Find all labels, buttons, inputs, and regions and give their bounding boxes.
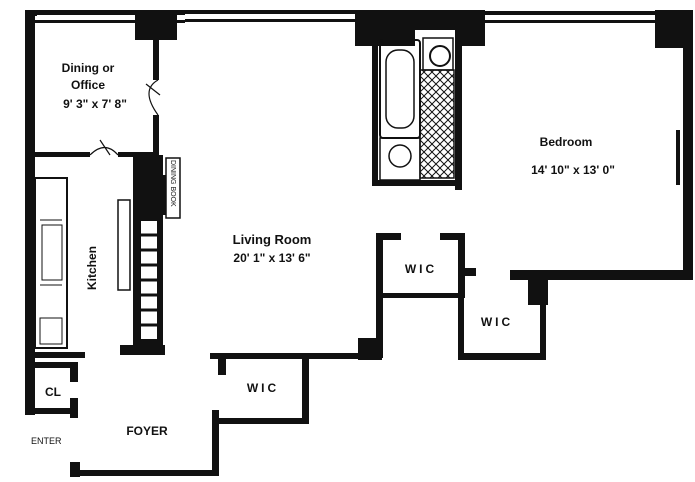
wic-foyer-label: WIC [247,381,279,395]
doors [89,79,161,156]
dining-title-line1: Dining or [62,61,115,75]
dining-title-line2: Office [71,78,105,92]
foyer-label: FOYER [126,424,168,438]
dining-dimensions: 9' 3" x 7' 8" [63,97,127,111]
walls [25,10,693,477]
bedroom-title: Bedroom [540,135,593,149]
toilet [379,137,421,181]
fireplace-shelves [139,157,181,341]
bedroom-dimensions: 14' 10" x 13' 0" [531,163,615,177]
kitchen-counters [34,177,131,349]
enter-label: ENTER [31,436,62,446]
living-room-title: Living Room [233,232,312,247]
bathtub [379,39,421,139]
wic-center-label: WIC [405,262,437,276]
fireplace-label: DINING BOOK [169,160,176,207]
wic-right-label: WIC [481,315,513,329]
living-room-dimensions: 20' 1" x 13' 6" [233,251,310,265]
bath-tile-floor [419,37,455,179]
closet-label: CL [45,385,61,399]
kitchen-label: Kitchen [85,246,99,290]
